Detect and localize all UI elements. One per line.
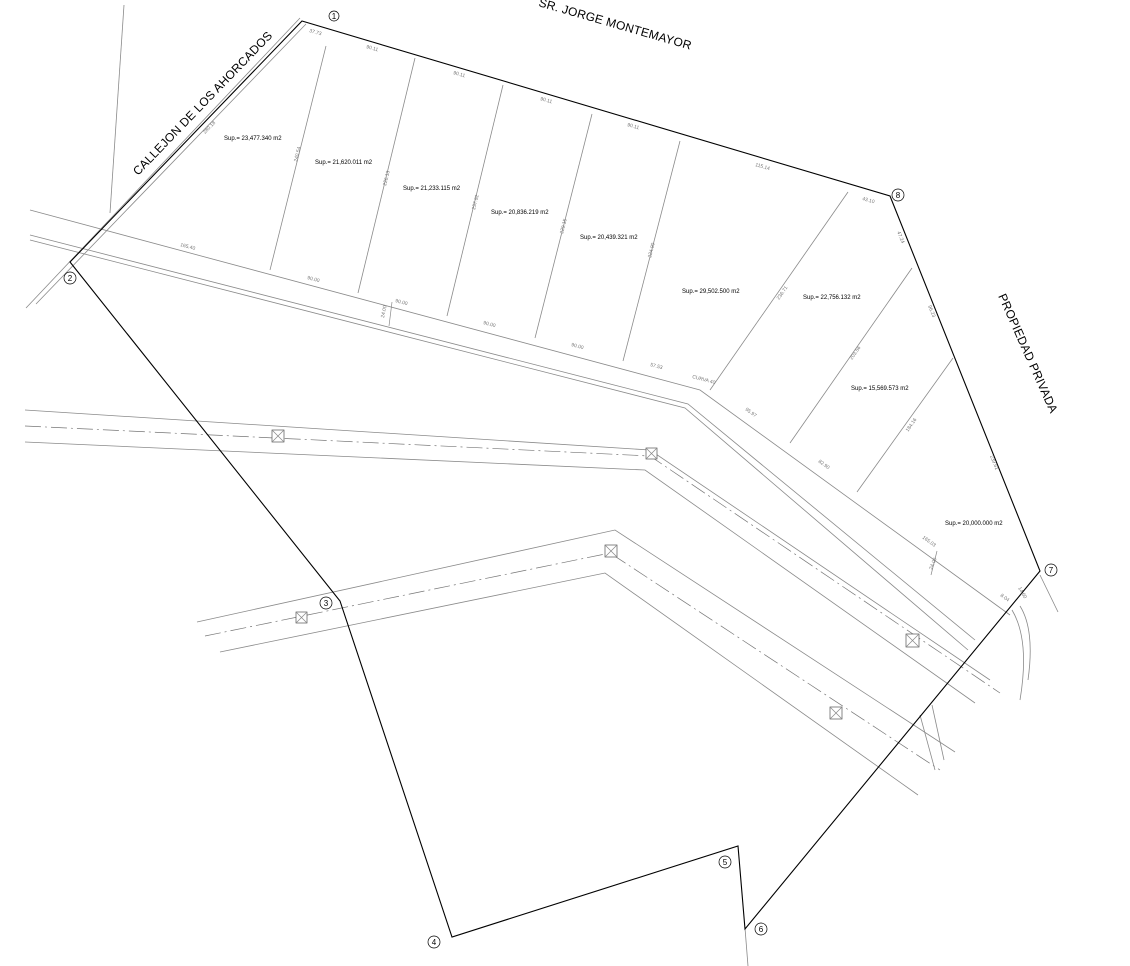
- vertex-markers: 1 2 3 4 5 6 7 8: [63, 10, 1058, 949]
- lot-area-9: Sup.= 20,000.000 m2: [945, 521, 1003, 527]
- svg-text:6: 6: [759, 925, 764, 934]
- dim-top-3: 90.11: [452, 70, 466, 79]
- lot-area-2: Sup.= 21,620.011 m2: [315, 160, 373, 166]
- lot-area-5: Sup.= 20,439.321 m2: [580, 235, 638, 241]
- vertex-3: 3: [319, 596, 333, 610]
- dim-road-2: 90.00: [306, 275, 320, 284]
- dim-depth-1: 240.54: [293, 146, 303, 163]
- dim-depth-2: 226.13: [382, 170, 392, 187]
- lot-area-1: Sup.= 23,477.340 m2: [224, 136, 282, 142]
- marker-3: [604, 544, 618, 558]
- marker-6: [829, 706, 843, 720]
- vertex-7: 7: [1044, 563, 1058, 577]
- dim-top-7: 43.10: [861, 196, 875, 205]
- vertex-8: 8: [891, 188, 905, 202]
- dim-top-2: 90.11: [365, 44, 379, 53]
- dim-road-8: 82.90: [817, 459, 831, 471]
- dim-road-1: 165.40: [179, 242, 196, 252]
- dim-road-5: 90.00: [570, 342, 584, 351]
- dim-depth-4: 229.15: [559, 218, 569, 235]
- street-label-west: CALLEJON DE LOS AHORCADOS: [130, 29, 275, 179]
- dim-depth-5: 224.90: [647, 242, 657, 259]
- dim-east-1: 47.24: [895, 231, 905, 245]
- svg-text:4: 4: [432, 938, 437, 947]
- dim-top-1: 37.73: [308, 28, 322, 37]
- lot-area-labels: Sup.= 23,477.340 m2 Sup.= 21,620.011 m2 …: [224, 136, 1003, 527]
- property-boundary: [69, 20, 1041, 938]
- vertex-6: 6: [754, 922, 768, 936]
- east-road-ends: [744, 574, 1059, 966]
- dim-top-6: 115.14: [754, 162, 770, 172]
- dim-road-3: 90.00: [394, 298, 408, 307]
- street-label-north: SR. JORGE MONTEMAYOR: [537, 0, 693, 53]
- lot-area-3: Sup.= 21,233.115 m2: [403, 186, 461, 192]
- svg-text:8: 8: [896, 191, 901, 200]
- dim-depth-6: 236.71: [776, 285, 790, 301]
- marker-1: [271, 429, 285, 443]
- dimension-labels: 37.73 90.11 90.11 90.11 90.11 115.14 43.…: [179, 28, 1027, 603]
- dim-depth-7: 203.56: [849, 345, 863, 361]
- svg-text:7: 7: [1049, 566, 1054, 575]
- dim-east-2: 96.23: [926, 305, 936, 319]
- lot-area-8: Sup.= 15,569.573 m2: [851, 386, 909, 392]
- vertex-1: 1: [328, 10, 340, 22]
- lot-area-7: Sup.= 22,756.132 m2: [803, 295, 861, 301]
- lot-area-6: Sup.= 29,502.500 m2: [682, 289, 740, 295]
- lot-area-4: Sup.= 20,836.219 m2: [491, 210, 549, 216]
- dim-depth-8: 184.16: [905, 417, 919, 433]
- dim-arc: CURVA 40: [691, 374, 716, 386]
- road-width-ticks: [388, 301, 938, 576]
- svg-text:5: 5: [723, 858, 728, 867]
- dim-depth-3: 237.92: [471, 194, 481, 211]
- dim-road-9: 165.03: [921, 535, 937, 549]
- dim-top-4: 90.11: [539, 96, 553, 105]
- marker-4: [295, 611, 308, 624]
- dim-east-3: 239.61: [988, 455, 999, 472]
- dim-road-width-2: 24.00: [928, 557, 938, 571]
- street-label-east: PROPIEDAD PRIVADA: [995, 292, 1060, 416]
- svg-text:2: 2: [68, 274, 73, 283]
- vertex-2: 2: [63, 271, 77, 285]
- west-alley-lines: [25, 4, 307, 309]
- dim-road-width-1: 24.00: [380, 305, 389, 319]
- lower-road-band: [196, 529, 956, 796]
- lot-dividers: [269, 45, 954, 493]
- dim-misc-1: 8.04: [999, 593, 1011, 604]
- dim-road-7: 95.97: [744, 407, 758, 419]
- vertex-4: 4: [427, 935, 441, 949]
- svg-text:1: 1: [332, 12, 337, 21]
- dim-top-5: 90.11: [626, 122, 640, 131]
- crossing-marks: [271, 429, 920, 720]
- svg-text:3: 3: [324, 599, 329, 608]
- dim-road-4: 90.00: [482, 320, 496, 329]
- inner-road: [29, 209, 1011, 651]
- marker-2: [645, 447, 658, 460]
- highway-band: [24, 409, 1001, 704]
- marker-5: [905, 633, 920, 648]
- vertex-5: 5: [718, 855, 732, 869]
- dim-misc-2: 14.60: [1016, 586, 1028, 600]
- dim-road-6: 57.53: [649, 362, 663, 371]
